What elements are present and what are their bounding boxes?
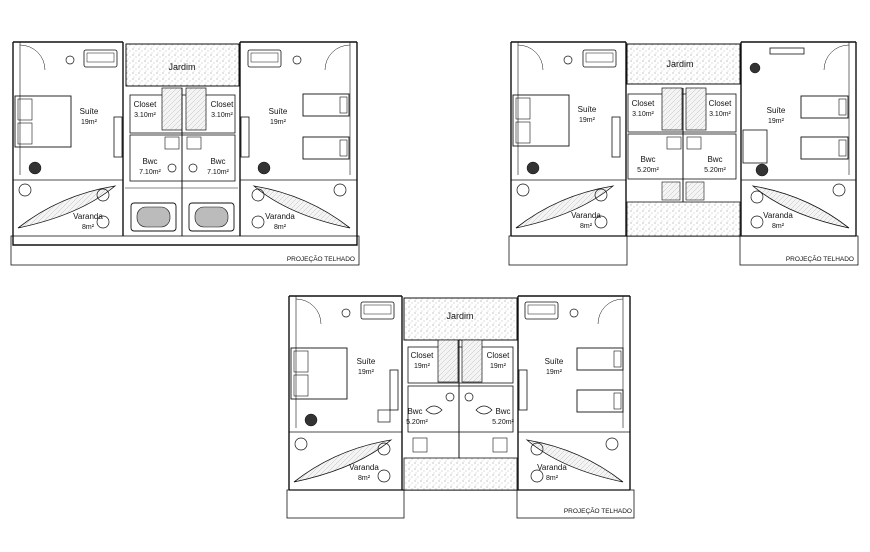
varanda-right-label: Varanda [537,463,567,472]
closet-left-label: Closet [632,99,655,108]
garden-label: Jardim [666,59,693,69]
varanda-right-area: 8m² [274,224,287,231]
closet-left-area: 3.10m² [134,112,156,119]
bwc-left-label: Bwc [407,407,422,416]
bwc-right-label: Bwc [495,407,510,416]
plan-3: Jardim [286,295,635,519]
bwc-right-label: Bwc [707,155,722,164]
roof-projection-label: PROJEÇÃO TELHADO [287,254,355,263]
suite-right-label: Suíte [767,106,786,115]
suite-right-area: 19m² [768,118,785,125]
closet-right-area: 19m² [490,363,507,370]
closet-right-label: Closet [211,100,234,109]
suite-left-area: 19m² [81,119,98,126]
varanda-right-label: Varanda [763,211,793,220]
closet-left-label: Closet [134,100,157,109]
closet-left-area: 19m² [414,363,431,370]
roof-projection-label: PROJEÇÃO TELHADO [564,506,632,515]
varanda-right-area: 8m² [772,223,785,230]
varanda-left-label: Varanda [73,212,103,221]
bwc-left-area: 5.20m² [406,419,428,426]
suite-right-area: 19m² [270,119,287,126]
varanda-right-label: Varanda [265,212,295,221]
suite-left-label: Suíte [80,107,99,116]
varanda-left-label: Varanda [349,463,379,472]
suite-right-label: Suíte [269,107,288,116]
closet-left-label: Closet [411,351,434,360]
plan-1: Jardim [10,41,360,266]
roof-projection-label: PROJEÇÃO TELHADO [786,254,854,263]
plan-2: Jardim Suít [508,41,859,266]
suite-right-label: Suíte [545,357,564,366]
varanda-left-area: 8m² [82,224,95,231]
garden-label: Jardim [446,311,473,321]
varanda-left-label: Varanda [571,211,601,220]
suite-left-area: 19m² [358,369,375,376]
bwc-left-area: 7.10m² [139,169,161,176]
bwc-left-area: 5.20m² [637,167,659,174]
suite-left-label: Suíte [578,105,597,114]
closet-right-label: Closet [487,351,510,360]
bwc-left-label: Bwc [142,157,157,166]
bwc-right-area: 5.20m² [492,419,514,426]
suite-left-area: 19m² [579,117,596,124]
bwc-right-area: 5.20m² [704,167,726,174]
varanda-left-area: 8m² [358,475,371,482]
varanda-right-area: 8m² [546,475,559,482]
closet-right-area: 3.10m² [211,112,233,119]
suite-right-area: 19m² [546,369,563,376]
garden-label: Jardim [168,62,195,72]
bwc-left-label: Bwc [640,155,655,164]
closet-left-area: 3.10m² [632,111,654,118]
closet-right-area: 3.10m² [709,111,731,118]
closet-right-label: Closet [709,99,732,108]
bwc-right-label: Bwc [210,157,225,166]
suite-left-label: Suíte [357,357,376,366]
varanda-left-area: 8m² [580,223,593,230]
bwc-right-area: 7.10m² [207,169,229,176]
